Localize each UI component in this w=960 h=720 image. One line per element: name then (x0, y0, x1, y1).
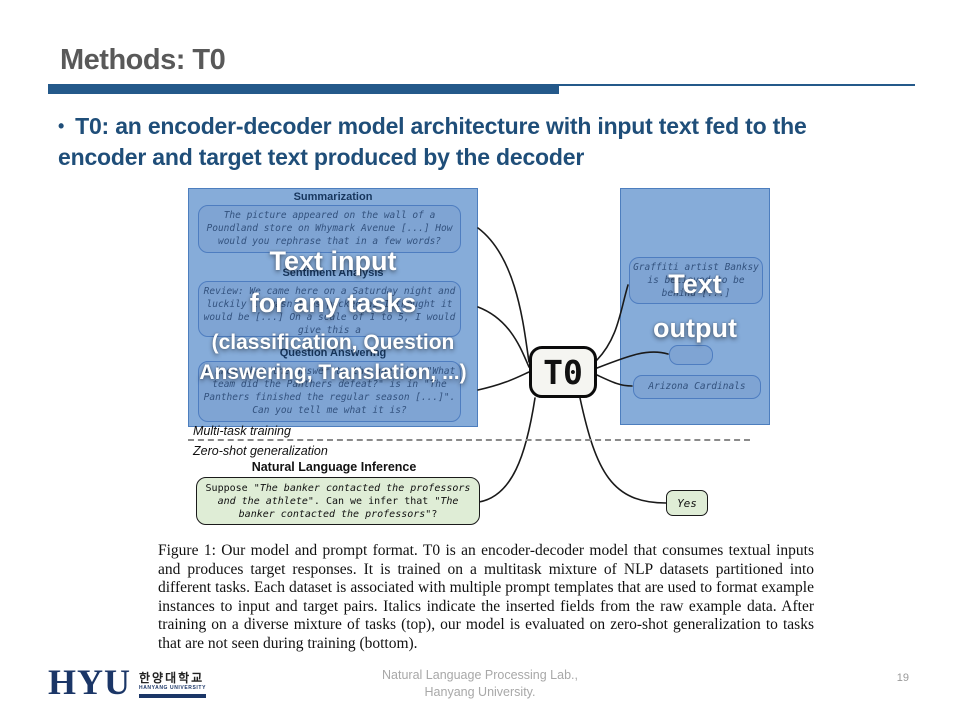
connector-arrows (477, 227, 669, 504)
nli-part3: . Can we infer that (313, 496, 435, 507)
hyu-logo-wordmark: 한양대학교 HANYANG UNIVERSITY (139, 666, 207, 698)
task-header-summarization: Summarization (293, 191, 373, 203)
phase-divider-line (188, 439, 750, 441)
page-number: 19 (896, 672, 909, 684)
hyu-logo-acronym: HYU (48, 662, 131, 702)
phase-label-zeroshot: Zero-shot generalization (193, 444, 328, 458)
hyu-logo-bar (139, 694, 207, 698)
footer-affiliation: Natural Language Processing Lab., Hanyan… (0, 667, 960, 701)
nli-prompt-box: Suppose "The banker contacted the profes… (196, 477, 480, 525)
phase-label-multitask: Multi-task training (193, 424, 291, 438)
task-header-sentiment: Sentiment Analysis (282, 267, 384, 279)
prompt-qa: I know that the answer to the question "… (198, 361, 461, 422)
footer-line2: Hanyang University. (424, 685, 536, 699)
bullet-paragraph: •T0: an encoder-decoder model architectu… (58, 111, 893, 173)
nli-part2: "The banker contacted the professors and… (217, 483, 471, 507)
nli-header: Natural Language Inference (251, 460, 417, 474)
hyu-logo-korean: 한양대학교 (139, 671, 205, 685)
bullet-marker: • (58, 116, 65, 136)
figure-caption: Figure 1: Our model and prompt format. T… (158, 542, 814, 652)
output-positive-box (669, 345, 713, 365)
model-outputs-box: Graffiti artist Banksy is believed to be… (620, 188, 770, 425)
nli-part1: Suppose (205, 483, 254, 494)
task-header-qa: Question Answering (279, 347, 387, 359)
title-rule-thick (48, 84, 559, 94)
nli-part5: ? (431, 509, 438, 520)
page-title: Methods: T0 (60, 44, 226, 76)
output-graffiti: Graffiti artist Banksy is believed to be… (629, 257, 763, 304)
hyu-logo: HYU 한양대학교 HANYANG UNIVERSITY (48, 662, 207, 702)
training-tasks-box: Summarization The picture appeared on th… (188, 188, 478, 427)
nli-answer-box: Yes (666, 490, 708, 516)
prompt-sentiment: Review: We came here on a Saturday night… (198, 281, 461, 337)
hyu-logo-english: HANYANG UNIVERSITY (139, 685, 207, 691)
footer-line1: Natural Language Processing Lab., (382, 668, 578, 682)
t0-model-node: T0 (529, 346, 597, 398)
nli-part4: "The banker contacted the professors" (238, 496, 459, 520)
output-arizona: Arizona Cardinals (633, 375, 761, 399)
prompt-summarization: The picture appeared on the wall of a Po… (198, 205, 461, 253)
bullet-text: T0: an encoder-decoder model architectur… (58, 113, 807, 170)
